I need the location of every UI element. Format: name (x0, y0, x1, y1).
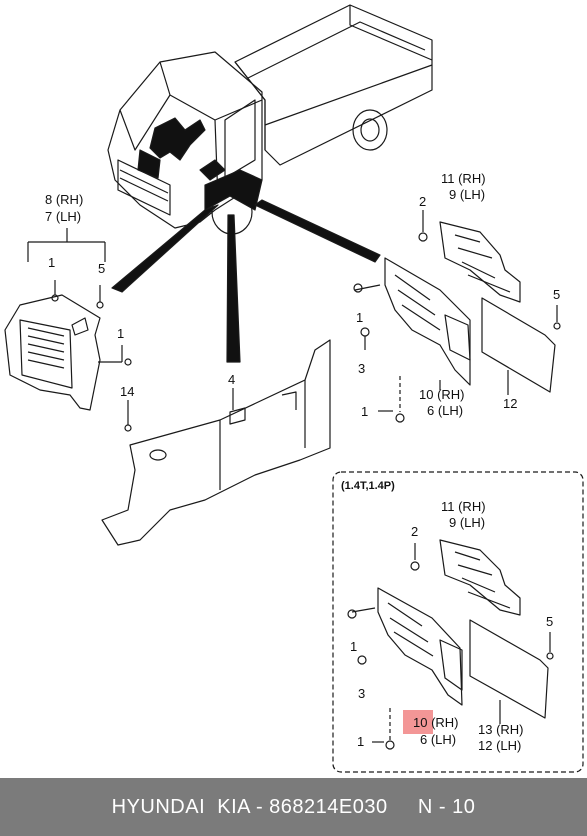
inset-callout-10-rh: 10 (RH) (413, 715, 459, 730)
highlight-marker (403, 710, 433, 734)
variant-inset-box (332, 471, 584, 773)
callout-14: 14 (120, 384, 134, 399)
bracket-grille-part (4, 228, 132, 432)
callout-1-right-b: 1 (361, 404, 368, 419)
inset-callout-13-rh: 13 (RH) (478, 722, 524, 737)
parts-diagram: 8 (RH) 7 (LH) 1 5 1 14 4 11 (RH) 9 (LH) … (4, 4, 584, 773)
wheel-liner-part (101, 339, 331, 546)
inset-callout-1b: 1 (357, 734, 364, 749)
mudflap-assembly-top (353, 210, 561, 423)
callout-10-rh: 10 (RH) (419, 387, 465, 402)
callout-11-rh: 11 (RH) (441, 171, 486, 186)
inset-callout-11-rh: 11 (RH) (441, 499, 486, 514)
callout-3: 3 (358, 361, 365, 376)
callout-1a: 1 (48, 255, 55, 270)
mudflap-assembly-inset (347, 539, 554, 750)
callout-1b: 1 (117, 326, 124, 341)
callout-4: 4 (228, 372, 235, 387)
callout-6-lh: 6 (LH) (427, 403, 463, 418)
inset-callout-5: 5 (546, 614, 553, 629)
callout-12: 12 (503, 396, 517, 411)
inset-callout-6-lh: 6 (LH) (420, 732, 456, 747)
inset-title: (1.4T,1.4P) (341, 480, 395, 492)
callout-8-rh: 8 (RH) (45, 192, 83, 207)
inset-callout-9-lh: 9 (LH) (449, 515, 485, 530)
inset-callout-12-lh: 12 (LH) (478, 738, 521, 753)
part-number-footer: HYUNDAI KIA - 868214E030 N - 10 (0, 778, 587, 836)
callout-2: 2 (419, 194, 426, 209)
callout-9-lh: 9 (LH) (449, 187, 485, 202)
callout-1-right-a: 1 (356, 310, 363, 325)
callout-5-right: 5 (553, 287, 560, 302)
inset-callout-2: 2 (411, 524, 418, 539)
truck-illustration (107, 4, 433, 235)
inset-callout-1a: 1 (350, 639, 357, 654)
inset-callout-3: 3 (358, 686, 365, 701)
callout-5: 5 (98, 261, 105, 276)
callout-7-lh: 7 (LH) (45, 209, 81, 224)
